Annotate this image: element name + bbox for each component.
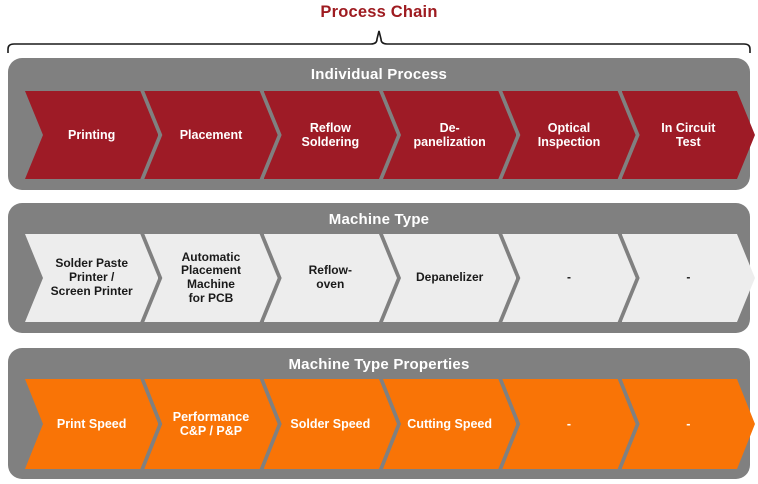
step-placement[interactable]: Placement: [144, 91, 278, 179]
property-empty-5[interactable]: -: [502, 379, 636, 469]
step-label: Depanelizer: [415, 270, 484, 285]
property-cutting-speed[interactable]: Cutting Speed: [383, 379, 517, 469]
machine-depanelizer[interactable]: Depanelizer: [383, 234, 517, 322]
property-print-speed[interactable]: Print Speed: [25, 379, 159, 469]
step-label: Solder Speed: [290, 416, 371, 431]
machine-reflow-oven[interactable]: Reflow-oven: [263, 234, 397, 322]
step-label: Reflow-oven: [308, 263, 352, 291]
page-title: Process Chain: [320, 3, 438, 21]
property-solder-speed[interactable]: Solder Speed: [263, 379, 397, 469]
step-label: -: [566, 270, 571, 285]
step-label: De-panelization: [413, 120, 486, 149]
machine-empty-6[interactable]: -: [621, 234, 755, 322]
step-printing[interactable]: Printing: [25, 91, 159, 179]
row-header-machine-type-properties: Machine Type Properties: [288, 356, 470, 373]
property-empty-6[interactable]: -: [621, 379, 755, 469]
row-machine-type-properties: Machine Type Properties Print Speed Perf…: [8, 348, 755, 479]
step-label: Cutting Speed: [407, 416, 493, 431]
step-label: -: [566, 416, 572, 431]
step-label: Printing: [68, 127, 116, 142]
step-label: Placement: [179, 127, 243, 142]
step-label: -: [686, 270, 691, 285]
curly-brace-up-icon: [7, 30, 751, 53]
step-label: Print Speed: [56, 416, 127, 431]
row-header-individual-process: Individual Process: [310, 66, 448, 83]
step-label: -: [686, 416, 691, 431]
row-individual-process: Individual Process Printing Placement Re…: [8, 58, 755, 190]
step-de-panelization[interactable]: De-panelization: [383, 91, 517, 179]
machine-empty-5[interactable]: -: [502, 234, 636, 322]
row-header-machine-type: Machine Type: [328, 211, 430, 228]
